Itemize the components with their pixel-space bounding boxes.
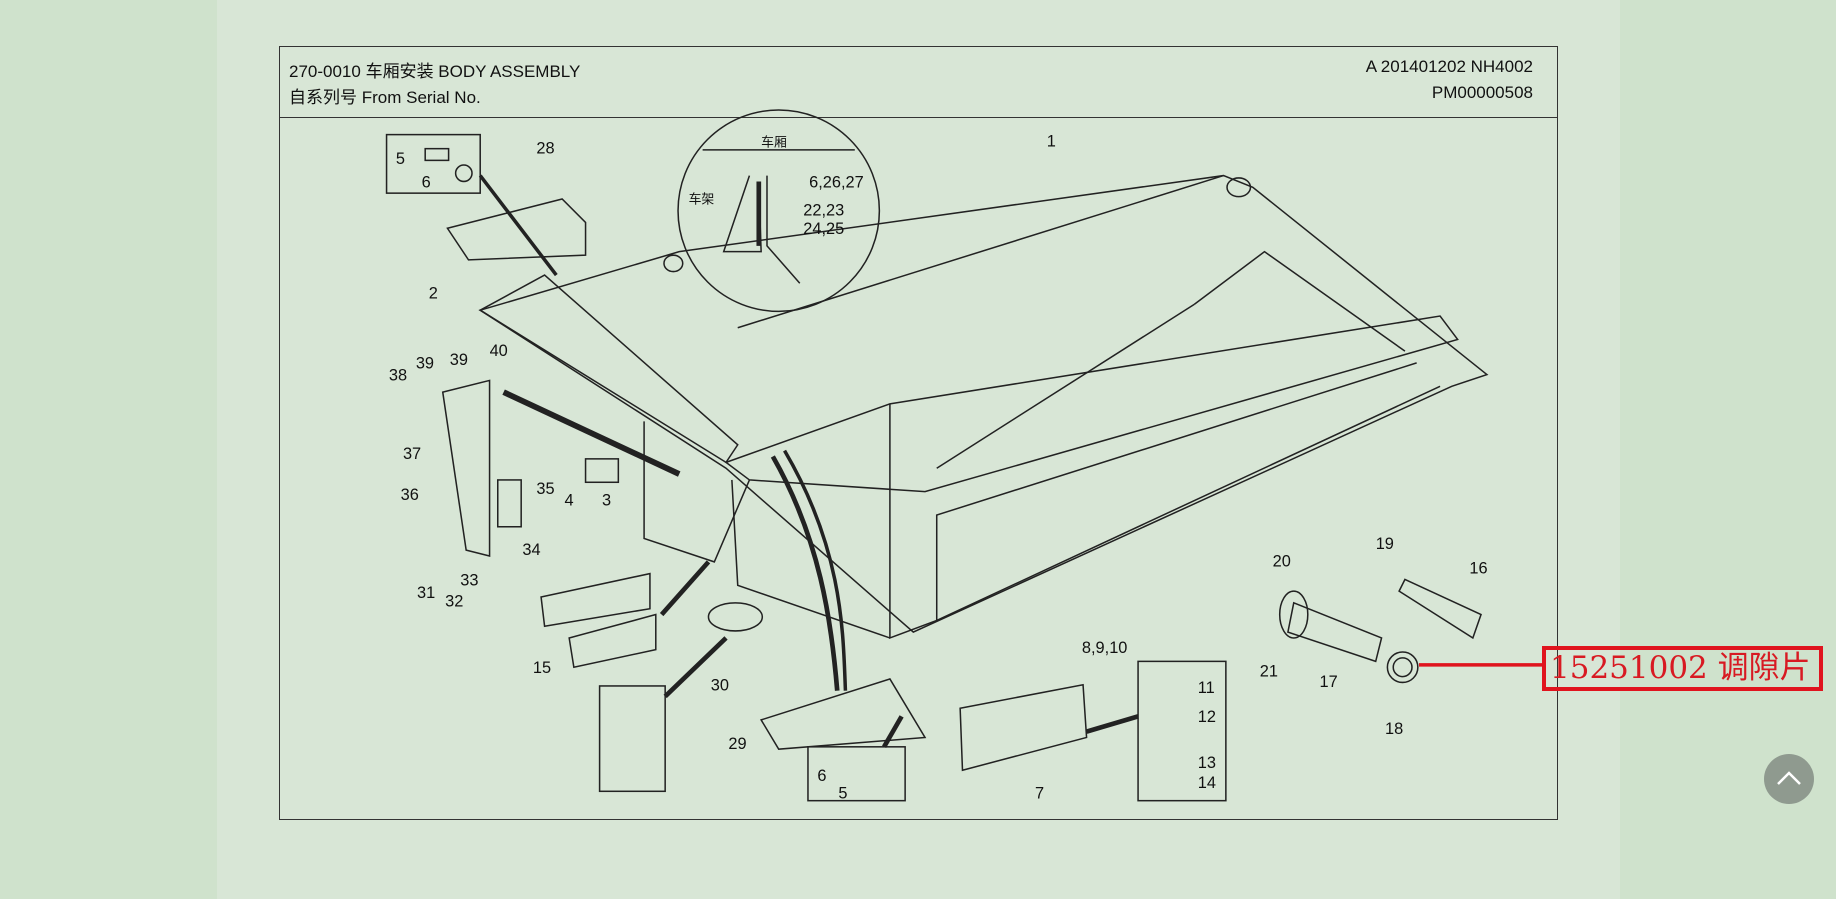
callout-31: 31: [417, 584, 435, 602]
chevron-up-icon: [1777, 771, 1801, 785]
serial-number: PM00000508: [1431, 83, 1533, 102]
serial-label: 自系列号 From Serial No.: [289, 88, 481, 107]
step-plate: [446, 198, 587, 261]
inset-ref-6-26-27: 6,26,27: [809, 173, 864, 191]
callout-37: 37: [403, 445, 421, 463]
callout-13: 13: [1198, 754, 1216, 772]
callout-7: 7: [1035, 784, 1044, 802]
callout-32: 32: [445, 592, 463, 610]
callout-33: 33: [460, 571, 478, 589]
version-code: A 201401202 NH4002: [1365, 57, 1533, 76]
callout-39a: 39: [416, 355, 434, 373]
inset-body-label: 车厢: [761, 134, 787, 149]
callout-4: 4: [564, 492, 573, 510]
callout-3: 3: [602, 492, 611, 510]
callout-6-bottom: 6: [817, 767, 826, 785]
inset-ref-22-23: 22,23: [803, 201, 844, 219]
callout-39b: 39: [450, 351, 468, 369]
dump-body: [478, 174, 1489, 691]
callout-14: 14: [1198, 774, 1216, 792]
callout-5-bottom: 5: [838, 784, 847, 802]
callout-28: 28: [536, 139, 554, 157]
scroll-to-top-button[interactable]: [1764, 754, 1814, 804]
callout-5-top: 5: [396, 150, 405, 168]
callout-21: 21: [1260, 663, 1278, 681]
inset-ref-24-25: 24,25: [803, 220, 844, 238]
callout-16: 16: [1469, 560, 1487, 578]
callout-2: 2: [429, 284, 438, 302]
callout-34: 34: [522, 541, 540, 559]
inset-frame-label: 车架: [689, 192, 715, 207]
callout-11: 11: [1198, 679, 1215, 697]
diagram-header: 270-0010 车厢安装 BODY ASSEMBLY 自系列号 From Se…: [280, 47, 1557, 118]
callout-15: 15: [533, 659, 551, 677]
detail-inset: [677, 109, 881, 313]
callout-30: 30: [711, 677, 729, 695]
assembly-title: 270-0010 车厢安装 BODY ASSEMBLY: [289, 62, 581, 81]
callout-18: 18: [1385, 720, 1403, 738]
fastener-box-top: [385, 133, 481, 194]
callout-36: 36: [401, 486, 419, 504]
parts-diagram-frame: 270-0010 车厢安装 BODY ASSEMBLY 自系列号 From Se…: [279, 46, 1558, 820]
callout-19: 19: [1376, 535, 1394, 553]
fastener-box-bottom: [807, 746, 906, 802]
callout-17: 17: [1320, 673, 1338, 691]
fastener-box-right: [1137, 660, 1227, 802]
highlighted-part-label: 15251002 调隙片: [1542, 646, 1823, 691]
callout-6-top: 6: [422, 173, 431, 191]
callout-8-9-10: 8,9,10: [1082, 639, 1128, 657]
callout-35: 35: [536, 480, 554, 498]
callout-40: 40: [490, 342, 508, 360]
callout-38: 38: [389, 366, 407, 384]
callout-1: 1: [1047, 132, 1056, 150]
fastener-box-left: [598, 685, 666, 793]
callout-12: 12: [1198, 708, 1216, 726]
bracket-plate: [441, 379, 491, 557]
callout-29: 29: [728, 735, 746, 753]
callout-20: 20: [1273, 553, 1291, 571]
